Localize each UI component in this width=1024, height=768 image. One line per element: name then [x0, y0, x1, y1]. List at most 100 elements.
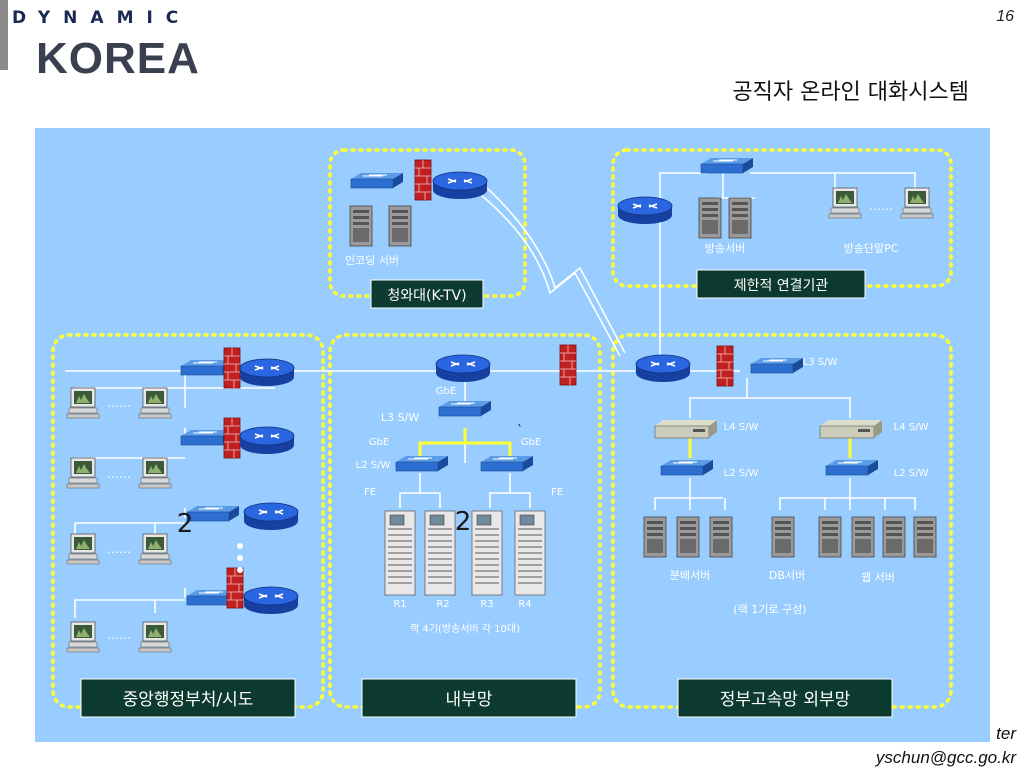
rack-icon	[471, 510, 503, 596]
logo-side-bar	[0, 0, 8, 70]
r2-label: R2	[436, 599, 449, 610]
db-server-label: DB서버	[769, 569, 805, 582]
router-icon	[243, 586, 299, 615]
zone-label-external: 정부고속망 외부망	[720, 690, 851, 710]
encoding-server-label: 인코딩 서버	[345, 254, 399, 267]
server-icon	[698, 197, 722, 239]
zone-label-box-limited	[696, 269, 866, 299]
pc-icon	[66, 457, 100, 489]
router-icon	[435, 354, 491, 383]
rack-icon	[424, 510, 456, 596]
zone-cheongwadae	[328, 148, 527, 298]
fe-label: FE	[364, 487, 376, 498]
pc-icon	[900, 187, 934, 219]
zone-label-box-central	[80, 678, 296, 718]
diagram-canvas: 인코딩 서버 …… 방송서버 방송단말PC GbE L3 S/W GbE GbE…	[35, 128, 990, 742]
logo-top-text: DYNAMIC	[12, 8, 192, 28]
ellipsis-dot	[237, 543, 243, 549]
firewall-icon	[559, 344, 577, 386]
pc-icon	[66, 533, 100, 565]
pc-icon	[138, 533, 172, 565]
l4sw-label: L4 S/W	[724, 422, 759, 433]
server-icon	[728, 197, 752, 239]
pc-icon	[138, 457, 172, 489]
dots-label: ……	[869, 199, 893, 213]
switch-icon	[660, 459, 714, 476]
dist-server-label: 분배서버	[670, 569, 710, 582]
zone-label-internal: 내부망	[446, 690, 493, 710]
l4sw-label: L4 S/W	[894, 422, 929, 433]
gbe-links	[418, 428, 852, 458]
switch-icon	[700, 157, 754, 174]
page-number: 16	[996, 8, 1014, 25]
server-icon	[388, 205, 412, 247]
ellipsis-dot	[237, 567, 243, 573]
server-icon	[851, 516, 875, 558]
router-icon	[635, 354, 691, 383]
gbe-label: GbE	[521, 437, 541, 448]
ellipsis-dot	[237, 555, 243, 561]
server-icon	[643, 516, 667, 558]
network-diagram: 인코딩 서버 …… 방송서버 방송단말PC GbE L3 S/W GbE GbE…	[51, 148, 953, 718]
l3sw-label: L3 S/W	[803, 357, 838, 368]
r4-label: R4	[518, 599, 531, 610]
server-icon	[771, 516, 795, 558]
switch-icon	[186, 505, 240, 522]
firewall-icon	[223, 347, 241, 389]
broadcast-server-label: 방송서버	[705, 242, 745, 255]
server-icon	[709, 516, 733, 558]
fe-label: FE	[551, 487, 563, 498]
zone-label-limited: 제한적 연결기관	[734, 278, 829, 294]
switch-icon	[395, 455, 449, 472]
switch-icon	[825, 459, 879, 476]
server-icon	[676, 516, 700, 558]
zone-label-central: 중앙행정부처/시도	[123, 690, 254, 710]
page-title: 공직자 온라인 대화시스템	[732, 80, 969, 105]
rack-icon	[384, 510, 416, 596]
zone-label-box-internal	[361, 678, 577, 718]
l4-switch-icon	[819, 419, 883, 439]
rack-icon	[514, 510, 546, 596]
logo-main-text: KOREA	[36, 34, 200, 83]
gbe-label: GbE	[369, 437, 389, 448]
dots-label: ……	[107, 396, 131, 410]
pc-icon	[828, 187, 862, 219]
switch-icon	[350, 172, 404, 189]
pc-icon	[66, 387, 100, 419]
switch-icon	[438, 400, 492, 417]
dots-label: ……	[107, 542, 131, 556]
footer-text: ter	[996, 724, 1016, 743]
server-icon	[913, 516, 937, 558]
pc-icon	[138, 621, 172, 653]
router-icon	[239, 358, 295, 387]
l3sw-label: L3 S/W	[381, 411, 419, 424]
pc-icon	[138, 387, 172, 419]
dynamic-korea-logo: DYNAMIC KOREA	[0, 0, 200, 84]
l2sw-label: L2 S/W	[724, 468, 759, 479]
router-icon	[617, 196, 673, 225]
server-icon	[349, 205, 373, 247]
backtick-mark: `	[517, 423, 523, 437]
zone-label-box-cheongwadae	[370, 279, 484, 309]
switch-icon	[750, 357, 804, 374]
web-server-label: 웹 서버	[861, 571, 895, 584]
pc-icon	[66, 621, 100, 653]
l2sw-label: L2 S/W	[356, 460, 391, 471]
l4-switch-icon	[654, 419, 718, 439]
dots-label: ……	[107, 467, 131, 481]
router-icon	[432, 171, 488, 200]
server-icon	[818, 516, 842, 558]
zone-label-cheongwadae: 청와대(K-TV)	[387, 288, 466, 304]
rack-note: 랙 4기(방송서버 각 10대)	[410, 623, 520, 635]
broadcast-pc-label: 방송단말PC	[844, 242, 899, 255]
zone-label-box-external	[677, 678, 893, 718]
router-icon	[239, 426, 295, 455]
firewall-icon	[716, 345, 734, 387]
server-icon	[882, 516, 906, 558]
firewall-icon	[414, 159, 432, 201]
firewall-icon	[223, 417, 241, 459]
rack-one-label: (랙 1기로 구성)	[733, 603, 806, 616]
router-icon	[243, 502, 299, 531]
gbe-label: GbE	[436, 386, 456, 397]
dots-label: ……	[107, 628, 131, 642]
